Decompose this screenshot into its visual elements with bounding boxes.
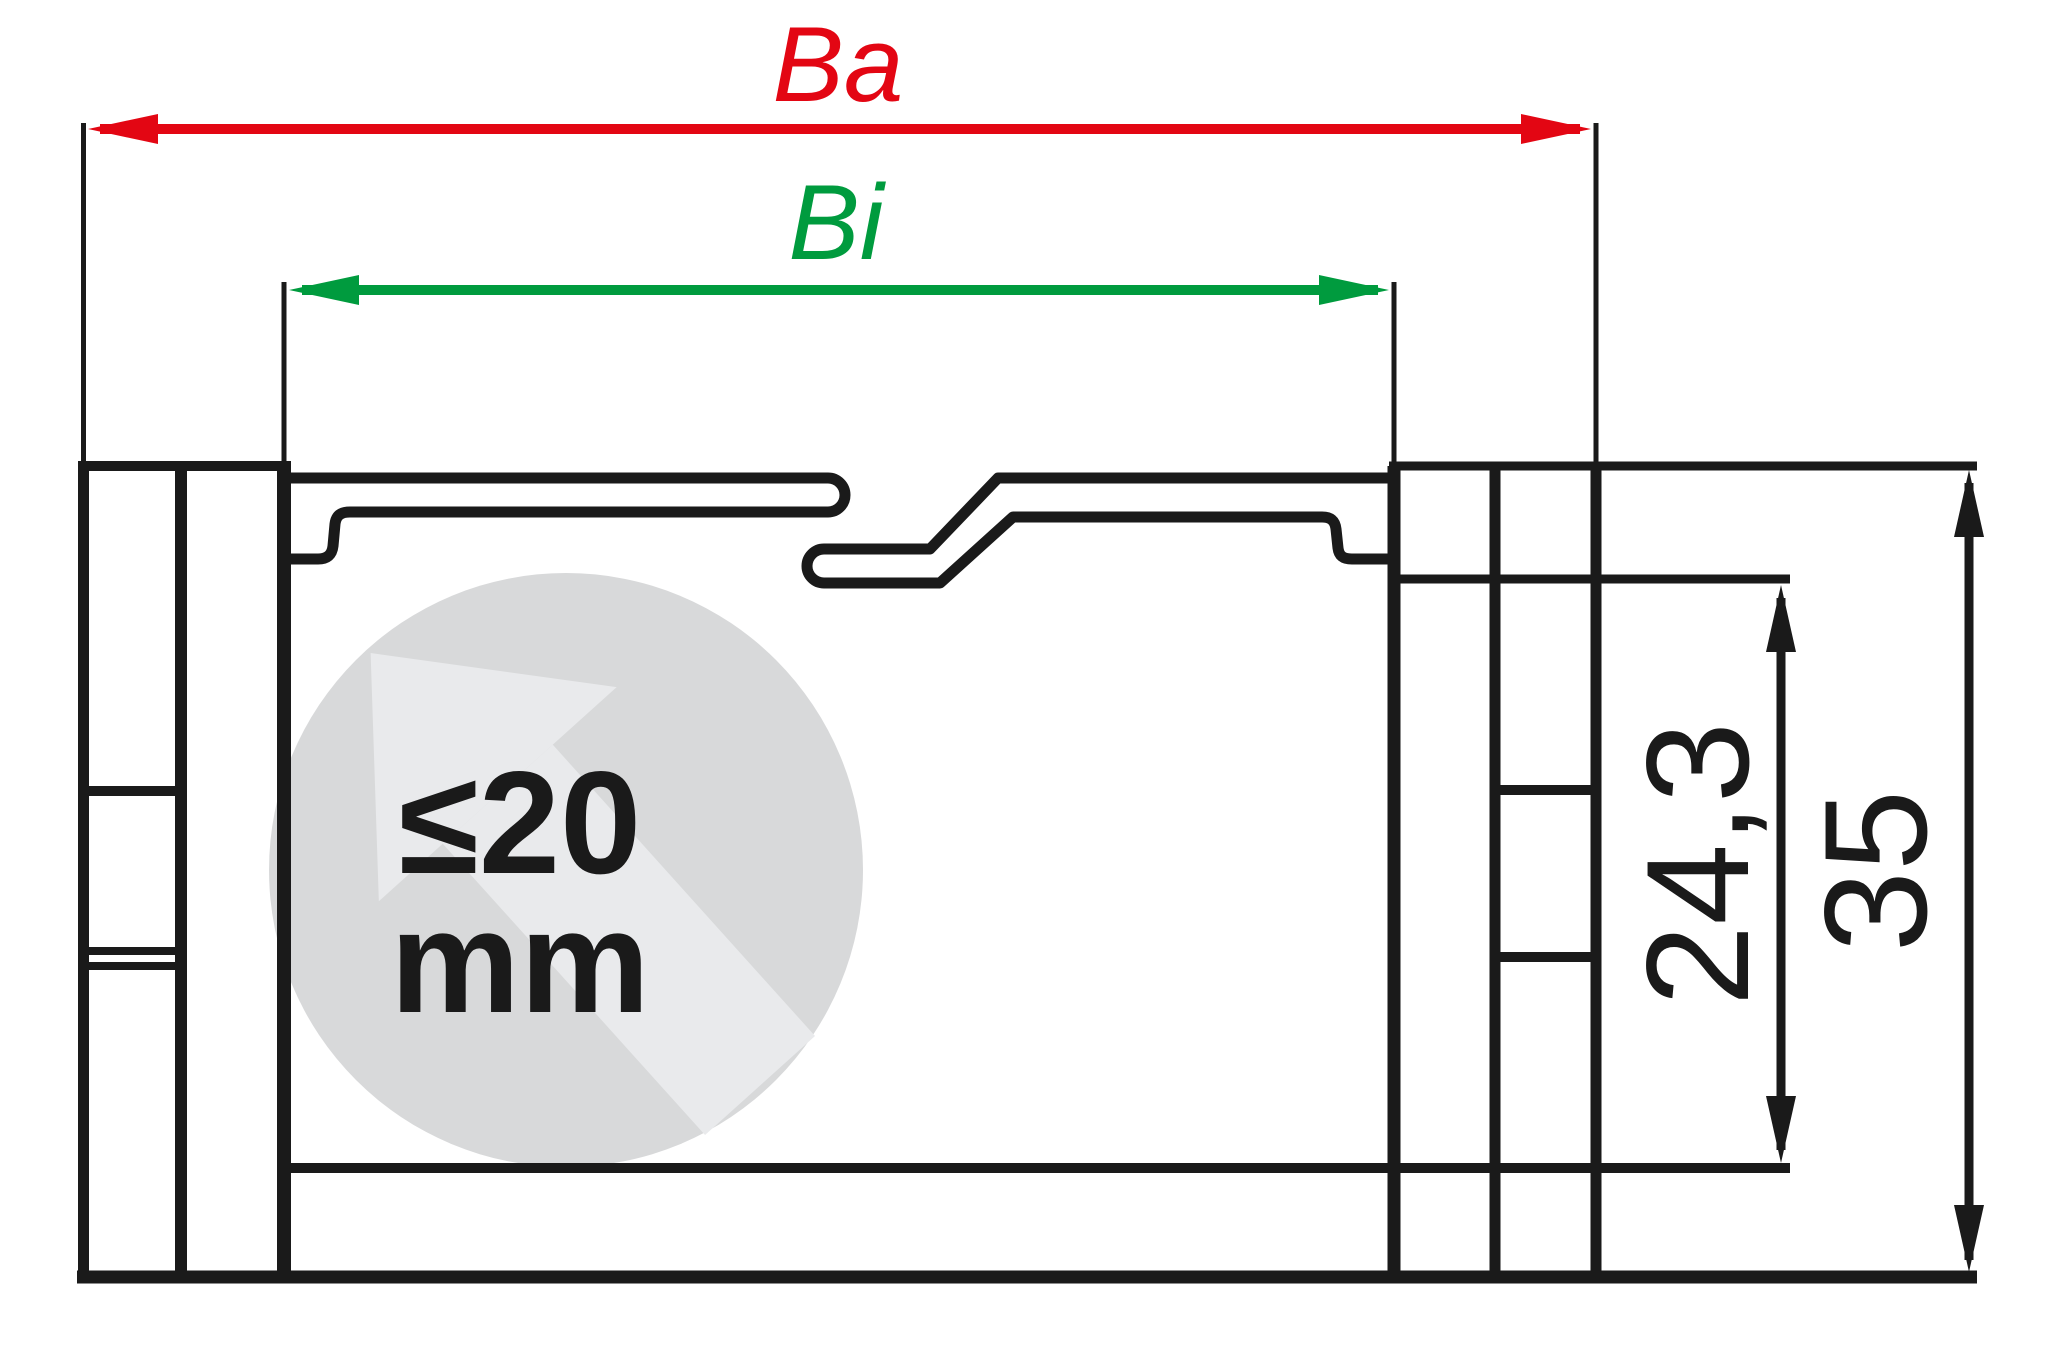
bore-max-diameter-text: ≤20	[399, 741, 642, 904]
bi-arrowhead-right	[1319, 275, 1389, 305]
carrier-body	[77, 123, 1977, 1284]
ba-arrowhead-left	[88, 114, 158, 144]
outer-height-dimension-label: 35	[1794, 790, 1957, 952]
cable-bore-watermark: ≤20 mm	[269, 573, 863, 1167]
bi-arrowhead-left	[289, 275, 359, 305]
outer-height-arrowhead-bottom	[1954, 1205, 1984, 1272]
bore-unit-text: mm	[390, 880, 650, 1043]
bore-arrow-head	[370, 653, 617, 902]
dimension-outer-height-35: 35	[1794, 470, 1984, 1272]
dimension-inner-height-24-3: 24,3	[1616, 585, 1796, 1163]
ba-dimension-label: Ba	[773, 4, 904, 124]
bore-arrow-watermark	[370, 653, 816, 1136]
bi-dimension-label: Bi	[788, 162, 886, 282]
inner-height-arrowhead-top	[1766, 585, 1796, 652]
inner-height-arrowhead-bottom	[1766, 1096, 1796, 1163]
top-crossbar-snap-hook	[801, 472, 1394, 589]
outer-height-arrowhead-top	[1954, 470, 1984, 537]
inner-height-dimension-label: 24,3	[1616, 722, 1779, 1006]
bore-arrow-shaft	[442, 744, 816, 1136]
ba-arrowhead-right	[1521, 114, 1591, 144]
dimension-inner-width-Bi: Bi	[289, 162, 1389, 305]
dimension-outer-width-Ba: Ba	[88, 4, 1591, 144]
top-crossbar-left-half	[286, 472, 851, 565]
